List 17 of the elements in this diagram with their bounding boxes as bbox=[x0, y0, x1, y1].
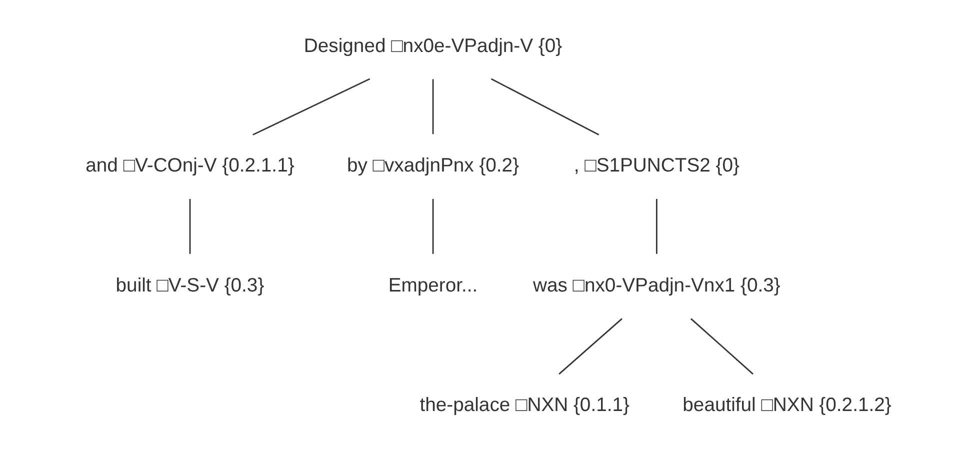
node-text: by □vxadjnPnx {0.2} bbox=[346, 154, 519, 177]
node-text: beautiful □NXN {0.2.1.2} bbox=[682, 394, 891, 416]
node-text: and □V-COnj-V {0.2.1.1} bbox=[85, 154, 294, 177]
node-text: built □V-S-V {0.3} bbox=[115, 274, 264, 296]
node-text: , □S1PUNCTS2 {0} bbox=[573, 154, 739, 177]
node-text: was □nx0-VPadjn-Vnx1 {0.3} bbox=[532, 274, 780, 296]
connector bbox=[490, 78, 599, 136]
connector bbox=[432, 79, 434, 134]
node-text: Designed □nx0e-VPadjn-V {0} bbox=[303, 34, 562, 57]
connector bbox=[252, 78, 370, 136]
node-text: Emperor... bbox=[388, 274, 478, 296]
node-text: the-palace □NXN {0.1.1} bbox=[419, 394, 629, 416]
connector bbox=[188, 198, 190, 254]
connector bbox=[655, 198, 657, 254]
connector bbox=[432, 198, 434, 254]
connector bbox=[690, 318, 753, 375]
connector bbox=[558, 318, 622, 375]
